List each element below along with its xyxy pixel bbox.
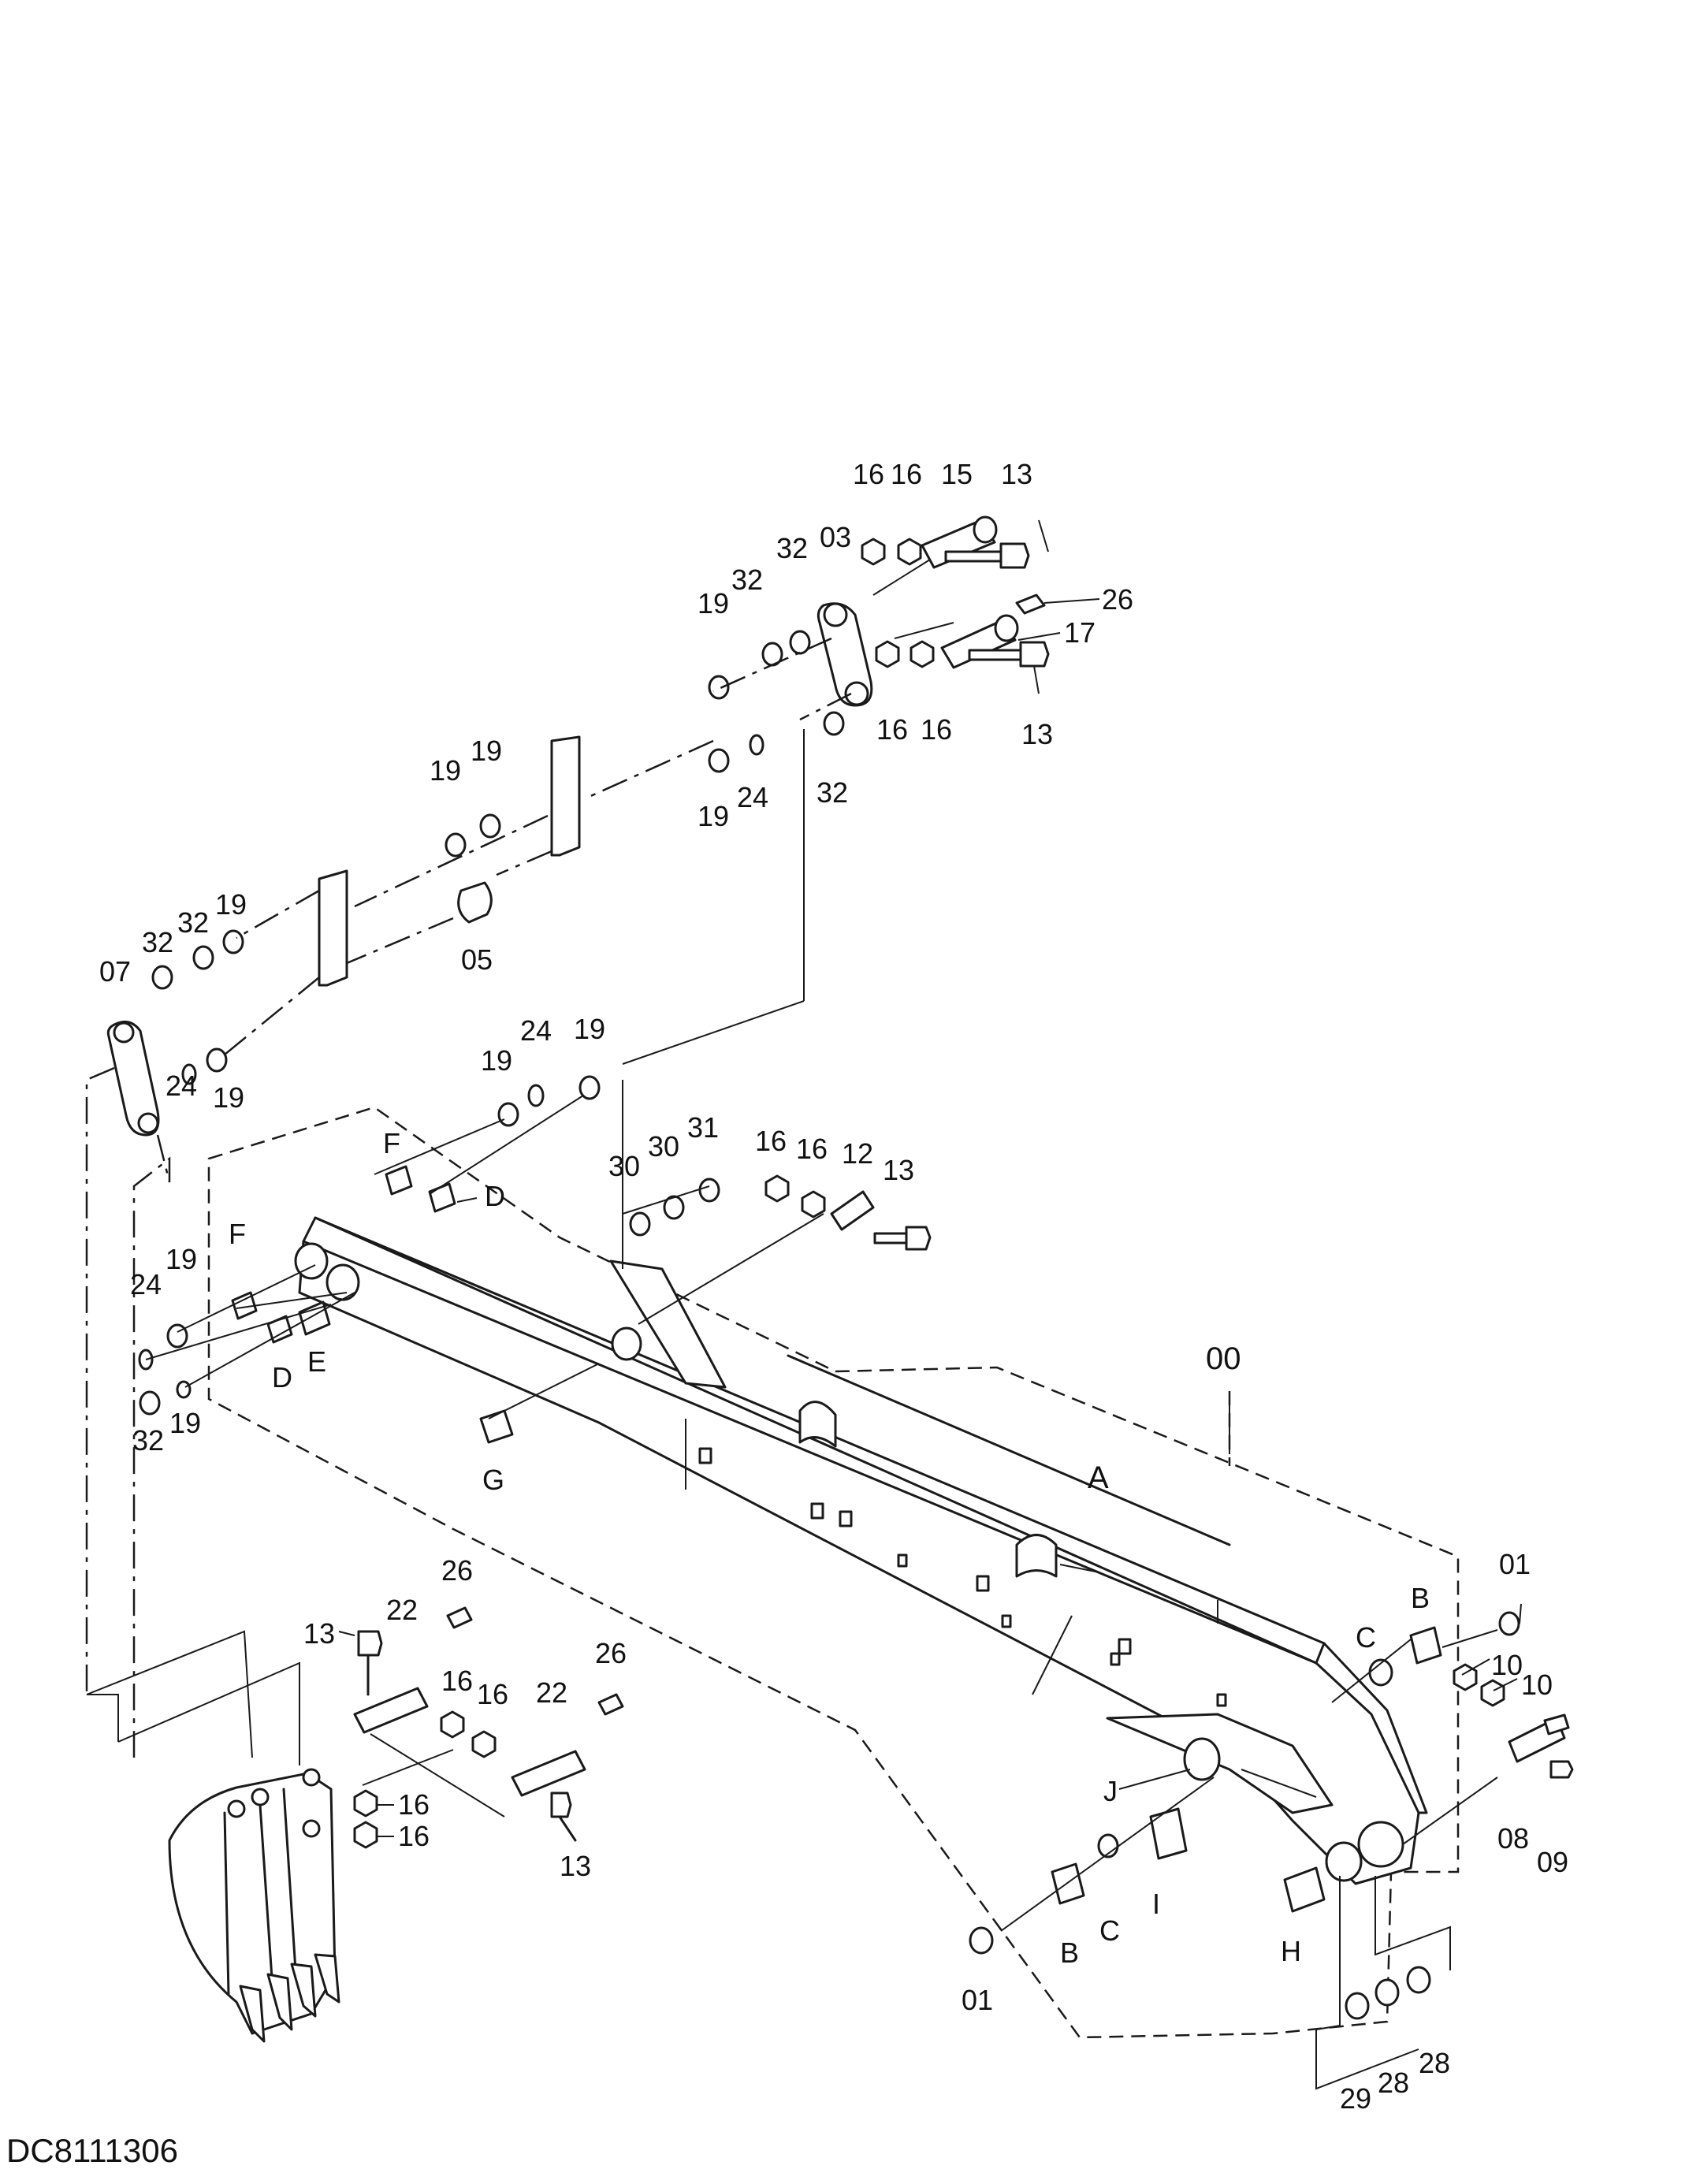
callout-28: 28 <box>1419 2047 1450 2079</box>
callout-29: 29 <box>1340 2082 1371 2115</box>
callout-16: 16 <box>891 458 922 490</box>
callout-15: 15 <box>941 458 973 490</box>
leader-lines <box>338 519 1522 1837</box>
callout-24: 24 <box>737 781 768 813</box>
callout-F: F <box>383 1127 400 1159</box>
front-bushings <box>138 1075 932 1444</box>
callout-19: 19 <box>430 754 461 787</box>
document-id: DC8111306 <box>6 2132 178 2169</box>
callout-24: 24 <box>130 1268 162 1300</box>
callout-09: 09 <box>1537 1846 1568 1878</box>
center-lines <box>85 559 1498 2090</box>
callout-32: 32 <box>142 926 173 958</box>
callout-13: 13 <box>560 1850 591 1882</box>
callout-13: 13 <box>1021 718 1053 750</box>
callout-30: 30 <box>648 1130 679 1163</box>
callout-D: D <box>485 1180 505 1212</box>
callout-labels: 16 16 15 13 03 32 32 19 26 17 16 16 13 3… <box>99 458 1568 2115</box>
callout-16: 16 <box>853 458 884 490</box>
callout-B: B <box>1411 1582 1430 1614</box>
callout-A: A <box>1088 1460 1109 1495</box>
callout-17: 17 <box>1064 616 1096 649</box>
callout-32: 32 <box>817 776 848 809</box>
callout-30: 30 <box>608 1150 640 1182</box>
callout-16: 16 <box>755 1125 787 1157</box>
callout-H: H <box>1281 1935 1301 1967</box>
callout-16: 16 <box>796 1133 828 1165</box>
callout-32: 32 <box>731 564 763 596</box>
callout-D: D <box>272 1361 292 1393</box>
callout-G: G <box>482 1464 504 1496</box>
callout-08: 08 <box>1497 1822 1529 1855</box>
callout-19: 19 <box>697 800 729 832</box>
callout-19: 19 <box>166 1243 197 1275</box>
callout-22: 22 <box>386 1594 418 1626</box>
callout-16: 16 <box>876 713 908 746</box>
callout-B: B <box>1060 1937 1079 1969</box>
callout-16: 16 <box>441 1665 473 1697</box>
bucket <box>168 1606 624 2043</box>
callout-E: E <box>307 1345 326 1378</box>
callout-12: 12 <box>842 1137 873 1170</box>
callout-01: 01 <box>962 1984 993 2016</box>
callout-19: 19 <box>697 587 729 619</box>
callout-10: 10 <box>1521 1669 1553 1701</box>
callout-19: 19 <box>215 888 247 921</box>
callout-32: 32 <box>132 1424 164 1457</box>
callout-19: 19 <box>213 1081 244 1114</box>
callout-01: 01 <box>1499 1548 1531 1580</box>
callout-16: 16 <box>477 1678 508 1710</box>
callout-C: C <box>1099 1914 1120 1947</box>
callout-I: I <box>1152 1888 1160 1920</box>
callout-26: 26 <box>595 1637 627 1669</box>
callout-16: 16 <box>398 1788 430 1821</box>
callout-13: 13 <box>303 1617 335 1650</box>
callout-19: 19 <box>481 1044 512 1077</box>
callout-31: 31 <box>687 1111 719 1144</box>
callout-03: 03 <box>820 521 851 553</box>
callout-F: F <box>229 1218 246 1250</box>
callout-16: 16 <box>921 713 952 746</box>
callout-22: 22 <box>536 1676 567 1709</box>
callout-19: 19 <box>471 735 502 767</box>
callout-07: 07 <box>99 955 131 988</box>
callout-24: 24 <box>166 1070 197 1102</box>
assembly-outline <box>207 1106 1460 2039</box>
callout-00: 00 <box>1206 1341 1241 1376</box>
callout-28: 28 <box>1378 2067 1409 2099</box>
callout-13: 13 <box>1001 458 1032 490</box>
callout-19: 19 <box>169 1407 201 1439</box>
callout-J: J <box>1103 1775 1118 1807</box>
callout-13: 13 <box>883 1154 914 1186</box>
callout-24: 24 <box>520 1014 552 1047</box>
callout-C: C <box>1356 1621 1376 1654</box>
callout-26: 26 <box>1102 583 1133 616</box>
boom-end-parts <box>969 1611 1574 2020</box>
callout-32: 32 <box>177 906 209 939</box>
callout-32: 32 <box>776 532 808 564</box>
callout-10: 10 <box>1491 1649 1523 1681</box>
bucket-links <box>106 515 1050 1137</box>
callout-16: 16 <box>398 1820 430 1852</box>
callout-19: 19 <box>574 1013 605 1045</box>
callout-26: 26 <box>441 1554 473 1587</box>
arm-body <box>294 1216 1428 1885</box>
callout-05: 05 <box>461 943 493 976</box>
